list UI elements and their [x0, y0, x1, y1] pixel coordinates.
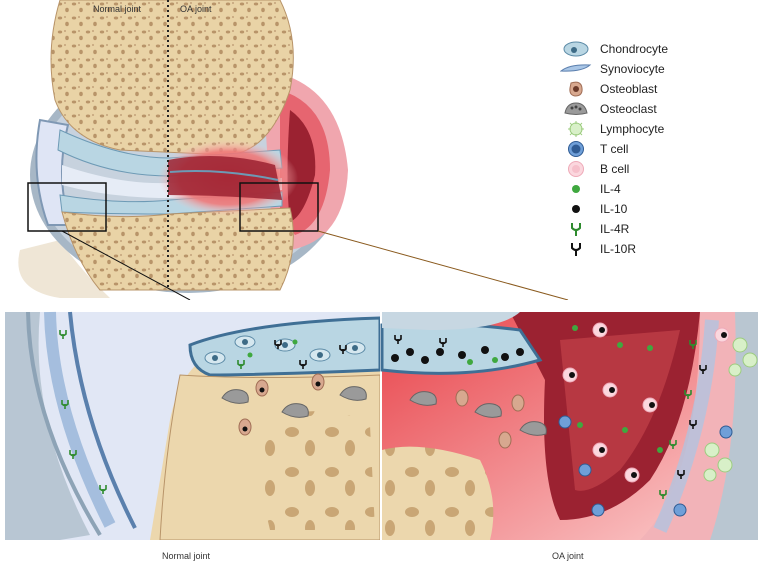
legend-item: IL-10: [560, 200, 627, 218]
legend-item: IL-4R: [560, 220, 629, 238]
bottom-normal-label: Normal joint: [162, 551, 211, 561]
legend-label: Chondrocyte: [600, 42, 669, 56]
t-cell-icon: [568, 141, 584, 157]
legend-label: IL-10: [600, 202, 628, 216]
osteoclast-icon: [564, 102, 588, 115]
oa-panel: [380, 312, 758, 540]
synoviocyte-icon: [560, 64, 592, 72]
legend-label: Osteoclast: [600, 102, 657, 116]
legend-item: Chondrocyte: [560, 40, 668, 58]
chondrocyte-icon: [563, 41, 589, 57]
legend-label: IL-4: [600, 182, 621, 196]
lymphocyte-icon: [568, 121, 584, 137]
legend-item: Lymphocyte: [560, 120, 664, 138]
joint-overview-illustration: [18, 0, 569, 300]
legend-label: T cell: [600, 142, 629, 156]
legend-label: B cell: [600, 162, 630, 176]
legend-item: Synoviocyte: [560, 60, 665, 78]
legend-label: Osteoblast: [600, 82, 658, 96]
bottom-oa-label: OA joint: [552, 551, 584, 561]
zoomed-panels: [5, 311, 758, 540]
osteoblast-icon: [569, 81, 583, 97]
il4-icon: [572, 185, 580, 193]
legend-label: IL-10R: [600, 242, 637, 256]
legend-item: B cell: [560, 160, 629, 178]
legend-label: Synoviocyte: [600, 62, 665, 76]
top-normal-label: Normal joint: [93, 4, 142, 14]
normal-panel: [5, 311, 382, 540]
legend-item: Osteoclast: [560, 100, 657, 118]
il10-icon: [572, 205, 580, 213]
il10r-icon: [571, 243, 581, 256]
legend-label: IL-4R: [600, 222, 630, 236]
legend-item: Osteoblast: [560, 80, 657, 98]
legend-label: Lymphocyte: [600, 122, 665, 136]
il4r-icon: [571, 223, 581, 236]
top-oa-label: OA joint: [180, 4, 212, 14]
b-cell-icon: [568, 161, 584, 177]
legend-item: T cell: [560, 140, 628, 158]
legend-item: IL-10R: [560, 240, 636, 258]
legend-item: IL-4: [560, 180, 621, 198]
